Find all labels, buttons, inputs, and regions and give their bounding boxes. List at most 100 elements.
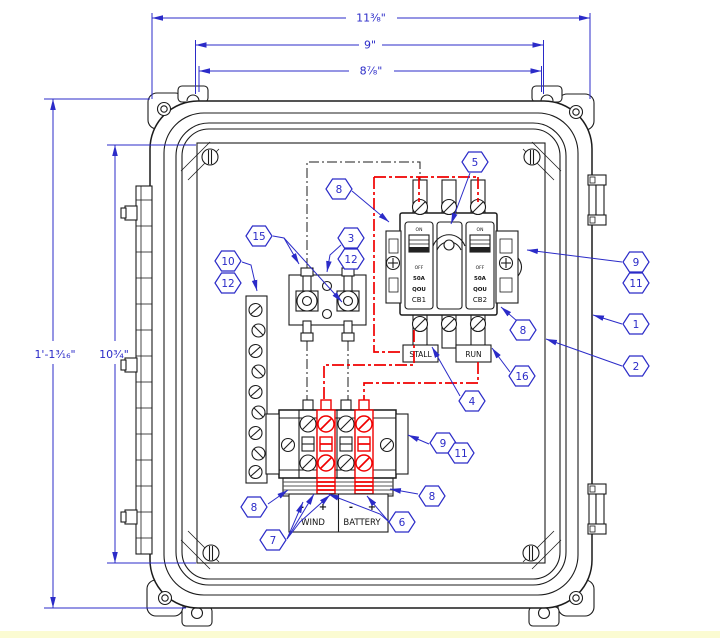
leader-callout-7-c bbox=[286, 494, 331, 540]
breaker-side-bracket-right bbox=[495, 230, 523, 304]
dim-label-9: 9" bbox=[364, 39, 376, 52]
dimension-top-overall-width: 11³⁄₈" bbox=[151, 12, 591, 99]
leader-callout-8-terminal-right bbox=[389, 488, 419, 495]
footer-strip bbox=[0, 631, 720, 638]
mounting-lugs bbox=[177, 85, 563, 627]
dim-label-10-3-4: 10³⁄₄" bbox=[99, 348, 129, 361]
circuit-breaker-assembly: ON OFF 50A QOU CB1 ON OFF 50A QOU CB2 bbox=[385, 179, 523, 363]
cb1-series: QOU bbox=[412, 287, 426, 293]
callout-7: 7 bbox=[259, 529, 287, 551]
terminal-pole-2-red bbox=[316, 409, 336, 479]
breaker-side-bracket-left bbox=[385, 230, 402, 304]
bus-bar-screws bbox=[248, 302, 266, 480]
callout-8-low-number: 8 bbox=[520, 325, 527, 337]
dim-label-11-3-8: 11³⁄₈" bbox=[356, 12, 386, 25]
callout-16: 16 bbox=[508, 365, 536, 387]
tab-hole-inner bbox=[572, 594, 580, 602]
tab-hole-inner bbox=[572, 108, 580, 116]
callout-8-breaker-low: 8 bbox=[509, 319, 537, 341]
callout-12-upper: 12 bbox=[337, 248, 365, 270]
wind-plus-sign: + bbox=[319, 502, 327, 513]
callout-15-number: 15 bbox=[252, 231, 265, 243]
callout-8-terminal-right-number: 8 bbox=[429, 491, 436, 503]
lug-top-left-arch bbox=[186, 94, 200, 102]
callout-9-terminal-number: 9 bbox=[440, 438, 447, 450]
breaker-cb2: ON OFF 50A QOU CB2 bbox=[469, 227, 491, 304]
callout-11-terminal: 11 bbox=[447, 442, 475, 464]
callout-4-number: 4 bbox=[469, 396, 476, 408]
run-label-box bbox=[455, 344, 492, 363]
cb1-toggle bbox=[409, 247, 429, 252]
plate-hole bbox=[321, 280, 333, 292]
tab-hole bbox=[568, 590, 584, 606]
wire-cb1-to-terminal-2 bbox=[323, 330, 415, 400]
dim-label-8-7-8: 8⁷⁄₈" bbox=[360, 65, 383, 78]
screw bbox=[522, 544, 540, 562]
leader-callout-9-11-terminal bbox=[407, 434, 430, 445]
cover-corner-screws bbox=[201, 148, 541, 562]
callout-2-number: 2 bbox=[633, 361, 640, 373]
hinge-pin bbox=[120, 205, 138, 221]
callout-11-number: 11 bbox=[629, 278, 642, 290]
cover-flange-3 bbox=[181, 128, 561, 580]
stub-4 bbox=[358, 399, 370, 411]
enclosure-cover bbox=[120, 85, 607, 627]
leader-callout-2 bbox=[545, 338, 623, 367]
callout-6: 6 bbox=[388, 511, 416, 533]
screw bbox=[523, 148, 541, 166]
hinge-strip bbox=[135, 185, 153, 555]
leader-callout-16 bbox=[491, 347, 511, 373]
lug-bottom-right bbox=[528, 606, 560, 627]
hinge-rail bbox=[120, 185, 153, 555]
callout-11-breaker: 11 bbox=[622, 272, 650, 294]
lug-top-left bbox=[177, 85, 209, 103]
stub-2 bbox=[320, 399, 332, 411]
terminal-label-box: - + - + WIND BATTERY bbox=[288, 493, 389, 533]
terminal-pole-4-red bbox=[354, 409, 374, 479]
lug-top-right bbox=[531, 85, 563, 103]
corner-tab-holes bbox=[156, 101, 584, 606]
leader-callout-4 bbox=[431, 346, 461, 397]
leader-callout-5 bbox=[450, 172, 471, 225]
wire-left-riser-to-stall bbox=[373, 177, 403, 353]
callout-15: 15 bbox=[245, 225, 273, 247]
leader-callout-8-breaker-left bbox=[351, 190, 390, 223]
leader-callout-15-b bbox=[283, 237, 343, 303]
callout-3: 3 bbox=[337, 227, 365, 249]
stall-label: STALL bbox=[409, 350, 432, 359]
panel-opening bbox=[196, 142, 546, 564]
callout-9-breaker: 9 bbox=[622, 251, 650, 273]
hinge-pin bbox=[120, 357, 138, 373]
callout-1-number: 1 bbox=[633, 319, 640, 331]
tab-hole-inner bbox=[160, 105, 168, 113]
callout-7-number: 7 bbox=[270, 535, 277, 547]
cb2-rating: 50A bbox=[474, 276, 487, 282]
hinge-segments bbox=[136, 199, 152, 539]
leader-callout-10-12 bbox=[241, 261, 258, 292]
cover-flange-1 bbox=[163, 112, 579, 596]
cb2-series: QOU bbox=[473, 287, 487, 293]
tab-hole bbox=[568, 104, 584, 120]
callout-balloons: 15 3 12 10 12 8 5 9 11 8 1 2 16 4 9 11 8… bbox=[214, 151, 650, 551]
cb2-name: CB2 bbox=[473, 296, 487, 304]
dimension-left-opening-height: 10³⁄₄" bbox=[99, 144, 196, 564]
callout-8-terminal-left-number: 8 bbox=[251, 502, 258, 514]
latch-bottom bbox=[587, 483, 607, 535]
dimension-left-overall-height: 1'-1³⁄₁₆" bbox=[34, 98, 186, 609]
terminal-end-clamp-right bbox=[379, 413, 409, 475]
screw bbox=[201, 148, 219, 166]
callout-12-left-number: 12 bbox=[221, 278, 234, 290]
cb2-pole-face bbox=[465, 221, 495, 310]
callout-4: 4 bbox=[458, 390, 486, 412]
dim-label-1ft-1-3-16: 1'-1³⁄₁₆" bbox=[34, 348, 75, 361]
callout-10-number: 10 bbox=[221, 256, 234, 268]
callout-leaders bbox=[241, 172, 623, 540]
battery-label: BATTERY bbox=[343, 518, 381, 528]
terminal-pole-1 bbox=[298, 409, 318, 479]
callout-6-number: 6 bbox=[399, 517, 406, 529]
dimensions: 11³⁄₈" 9" 8⁷⁄₈" 1'-1³⁄₁₆" bbox=[34, 12, 591, 609]
callout-8-number: 8 bbox=[336, 184, 343, 196]
callout-3-number: 3 bbox=[348, 233, 355, 245]
